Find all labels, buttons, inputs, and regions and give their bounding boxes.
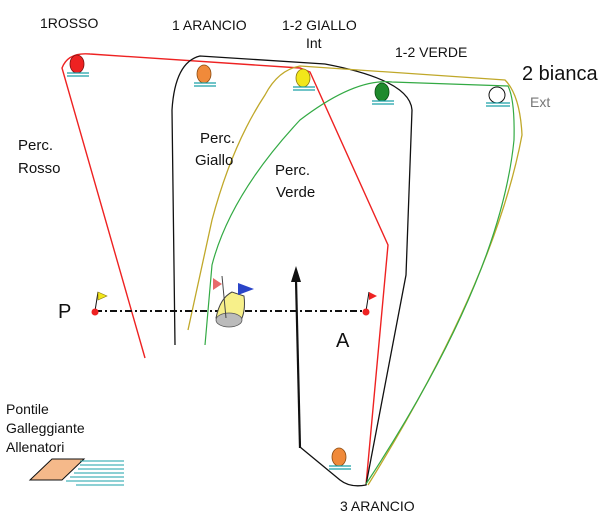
orange-course-line [171,55,413,487]
label-int: Int [306,35,322,51]
pontoon-icon [28,458,124,486]
green-course-line [204,81,515,485]
label-green-mark-12: 1-2 VERDE [395,44,467,60]
label-red-mark-1: 1ROSSO [40,15,98,31]
label-yellow-course-2: Giallo [195,152,233,169]
red-buoy-1 [67,54,89,77]
label-pin-end: P [58,301,71,323]
yellow-buoy-12 [293,68,315,91]
label-pontoon-1: Pontile [6,401,49,417]
direction-arrow-icon [291,266,302,449]
label-yellow-course-1: Perc. [200,130,235,147]
label-pontoon-2: Galleggiante [6,420,85,436]
orange-buoy-1 [194,64,216,87]
label-red-course-2: Rosso [18,160,61,177]
orange-buoy-3 [329,447,351,470]
label-orange-mark-3: 3 ARANCIO [340,498,415,514]
label-green-course-1: Perc. [275,162,310,179]
label-red-course-1: Perc. [18,137,53,154]
red-course-line [61,53,389,486]
pin-flag-icon [91,291,108,316]
label-pontoon-3: Allenatori [6,439,64,455]
label-orange-mark-1: 1 ARANCIO [172,17,247,33]
label-ext: Ext [530,94,550,110]
yellow-course-line [187,65,523,486]
green-buoy-12 [372,82,394,105]
label-white-mark-2: 2 bianca [522,63,598,85]
sailboat-icon [213,275,254,328]
label-committee-end: A [336,330,350,352]
label-yellow-mark-12: 1-2 GIALLO [282,17,357,33]
committee-flag-icon [362,291,377,316]
label-green-course-2: Verde [276,184,315,201]
white-buoy-2 [486,86,510,107]
